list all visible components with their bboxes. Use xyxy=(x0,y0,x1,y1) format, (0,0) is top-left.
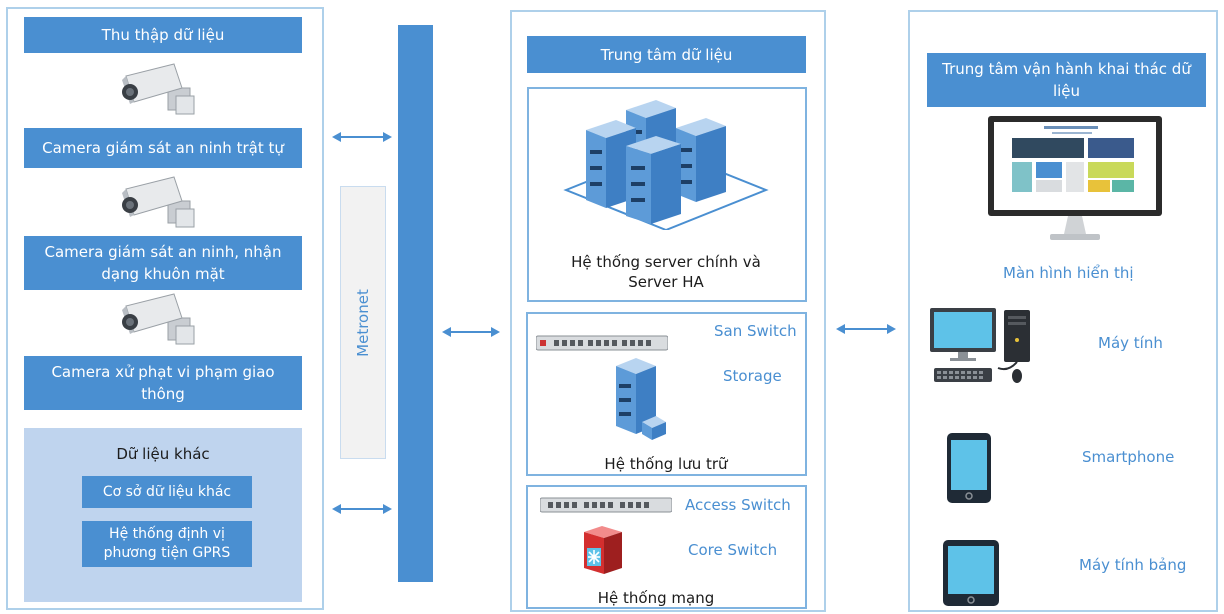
camera-face-label: Camera giám sát an ninh, nhận dạng khuôn… xyxy=(24,236,302,290)
other-data-title: Dữ liệu khác xyxy=(116,445,210,463)
datacenter-title: Trung tâm dữ liệu xyxy=(527,36,806,73)
datacenter-operations-arrow xyxy=(836,322,896,336)
access-switch-icon xyxy=(540,496,672,514)
other-data-box xyxy=(24,428,302,602)
other-database-label: Cơ sở dữ liệu khác xyxy=(82,476,252,508)
camera-security-label: Camera giám sát an ninh trật tự xyxy=(24,128,302,168)
security-camera-icon xyxy=(120,62,200,118)
display-label: Màn hình hiển thị xyxy=(1003,264,1134,282)
san-switch-icon xyxy=(536,334,668,352)
display-monitor-icon xyxy=(988,116,1164,246)
other-data-bus-arrow xyxy=(332,502,392,516)
computer-label: Máy tính xyxy=(1098,334,1163,352)
smartphone-label: Smartphone xyxy=(1082,448,1175,466)
storage-server-icon xyxy=(612,356,668,442)
face-recognition-camera-icon xyxy=(120,175,200,231)
network-system-label: Hệ thống mạng xyxy=(597,589,715,607)
operations-title: Trung tâm vận hành khai thác dữ liệu xyxy=(927,53,1206,107)
network-bus-bar xyxy=(398,25,433,582)
camera-bus-arrow xyxy=(332,130,392,144)
tablet-label: Máy tính bảng xyxy=(1079,556,1187,574)
camera-traffic-label: Camera xử phạt vi phạm giao thông xyxy=(24,356,302,410)
traffic-camera-icon xyxy=(120,292,200,348)
san-switch-label: San Switch xyxy=(714,322,797,340)
storage-label: Storage xyxy=(723,367,782,385)
desktop-computer-icon xyxy=(928,306,1038,390)
bus-datacenter-arrow xyxy=(442,325,500,339)
server-system-label: Hệ thống server chính và Server HA xyxy=(571,253,761,291)
network-system-box xyxy=(526,485,807,609)
storage-system-label: Hệ thống lưu trữ xyxy=(604,455,728,473)
metronet-text: Metronet xyxy=(354,288,372,357)
metronet-inner-box xyxy=(340,186,386,459)
access-switch-label: Access Switch xyxy=(685,496,791,514)
tablet-icon xyxy=(942,539,1000,607)
server-cluster-icon xyxy=(556,90,776,230)
gprs-label: Hệ thống định vị phương tiện GPRS xyxy=(82,521,252,567)
core-switch-label: Core Switch xyxy=(688,541,778,559)
core-switch-icon xyxy=(582,524,624,576)
data-collection-title: Thu thập dữ liệu xyxy=(24,17,302,53)
smartphone-icon xyxy=(946,432,992,504)
metronet-label: Metronet xyxy=(340,186,386,459)
